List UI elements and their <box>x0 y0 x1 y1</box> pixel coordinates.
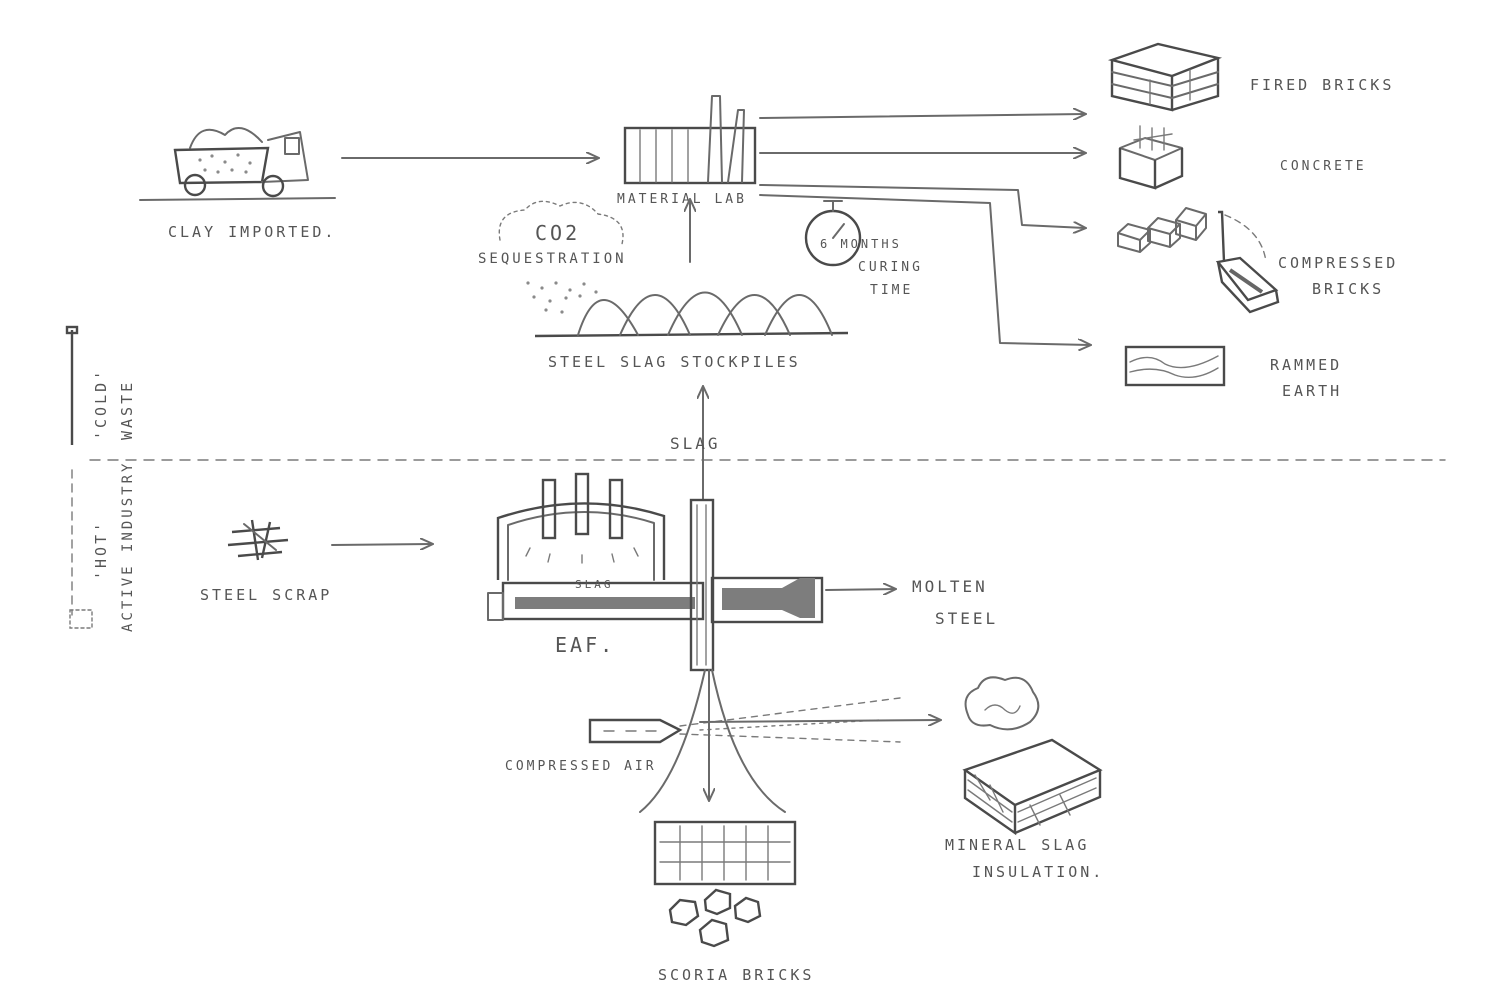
curing-months-label: 6 MONTHS <box>820 237 902 251</box>
hot-zone-label: 'HOT' <box>92 520 110 580</box>
cold-zone-label: 'COLD' <box>92 368 110 440</box>
slag-fall-left <box>639 669 706 813</box>
co2-cloud-icon <box>498 200 624 314</box>
steel-scrap-icon <box>227 519 289 561</box>
stockpiles-label: STEEL SLAG STOCKPILES <box>548 353 801 371</box>
concrete-block-icon <box>1118 125 1184 190</box>
hot-zone-cap <box>69 609 93 629</box>
curing-time-label: TIME <box>870 283 913 298</box>
material-lab-icon <box>623 95 757 185</box>
scoria-bricks-icon <box>668 888 762 948</box>
molten-label: MOLTEN <box>912 577 988 596</box>
compressed-bricks-icon <box>1117 207 1280 314</box>
waste-zone-label: WASTE <box>118 380 136 440</box>
rammed-earth-arrow <box>759 194 1090 345</box>
scoria-block-icon <box>653 820 797 886</box>
curing-label: CURING <box>858 260 923 275</box>
compressed-air-label: COMPRESSED AIR <box>505 759 657 774</box>
material-lab-label: MATERIAL LAB <box>617 192 747 207</box>
compressed-bricks-arrow <box>759 184 1085 228</box>
co2-label: CO2 <box>535 221 580 245</box>
scoria-bricks-label: SCORIA BRICKS <box>658 966 814 984</box>
molten-steel-arrow <box>825 589 895 590</box>
insulation-icon <box>962 676 1103 836</box>
rammed-earth-label-1: RAMMED <box>1270 356 1342 374</box>
concrete-label: CONCRETE <box>1280 159 1367 174</box>
slag-stockpiles-icon <box>534 291 849 338</box>
eaf-furnace-icon <box>487 472 824 672</box>
active-industry-label: ACTIVE INDUSTRY <box>120 461 136 632</box>
rammed-earth-icon <box>1124 345 1226 387</box>
slag-inner-label: SLAG <box>575 578 614 591</box>
cold-zone-cap <box>65 325 79 335</box>
scrap-arrow <box>331 544 432 545</box>
insulation-arrow <box>699 720 940 722</box>
compressed-air-nozzle-icon <box>588 718 683 744</box>
fired-bricks-arrow <box>759 114 1085 118</box>
slag-fall-right <box>711 669 786 813</box>
compressed-bricks-label-1: COMPRESSED <box>1278 254 1398 272</box>
insulation-label-2: INSULATION. <box>972 863 1104 881</box>
stopwatch-icon <box>804 200 862 267</box>
steel-scrap-label: STEEL SCRAP <box>200 586 332 604</box>
compressed-bricks-label-2: BRICKS <box>1312 280 1384 298</box>
clay-imported-label: CLAY IMPORTED. <box>168 223 336 241</box>
fired-bricks-icon <box>1107 42 1223 112</box>
sequestration-label: SEQUESTRATION <box>478 251 627 267</box>
rammed-earth-label-2: EARTH <box>1282 382 1342 400</box>
dump-truck-icon <box>139 127 336 201</box>
eaf-label: EAF. <box>555 633 615 657</box>
steel-label: STEEL <box>935 609 998 628</box>
fired-bricks-label: FIRED BRICKS <box>1250 76 1394 94</box>
slag-flow-label: SLAG <box>670 434 721 453</box>
insulation-label-1: MINERAL SLAG <box>945 836 1089 854</box>
